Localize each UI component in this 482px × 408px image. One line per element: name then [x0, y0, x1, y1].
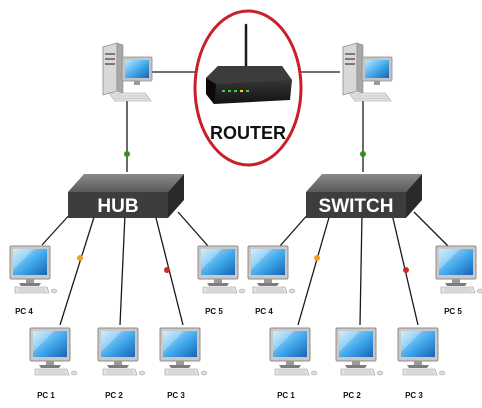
pc-icon — [269, 327, 318, 376]
status-dot-green — [124, 151, 130, 157]
status-dot-green — [360, 151, 366, 157]
link-switch-pc4 — [279, 211, 311, 247]
link-hub-pc2 — [119, 213, 126, 326]
router: ROUTER — [193, 9, 303, 167]
pc-icon — [9, 245, 58, 294]
server-right-icon — [342, 42, 393, 102]
hub-pc4: PC 4 — [9, 245, 58, 316]
pc-icon — [159, 327, 208, 376]
switch-pc4: PC 4 — [247, 245, 296, 316]
switch-pc2: PC 2 — [335, 327, 384, 400]
switch-label: SWITCH — [319, 196, 394, 217]
pc-icon — [29, 327, 78, 376]
hub-pc1: PC 1 — [29, 327, 78, 400]
link-switch-pc5 — [413, 211, 449, 247]
pc-icon — [197, 245, 246, 294]
pc-label: PC 3 — [167, 391, 185, 400]
router-label: ROUTER — [210, 123, 286, 143]
hub-label: HUB — [97, 196, 138, 217]
pc-label: PC 2 — [105, 391, 123, 400]
link-hub-pc4 — [41, 211, 73, 246]
pc-label: PC 3 — [405, 391, 423, 400]
hub-pc2: PC 2 — [97, 327, 146, 400]
status-dots — [77, 151, 409, 273]
router-icon — [206, 23, 292, 104]
status-dot-red — [403, 267, 409, 273]
pc-icon — [335, 327, 384, 376]
hub-device: HUB — [68, 174, 184, 218]
pc-icon — [397, 327, 446, 376]
pc-icon — [97, 327, 146, 376]
pc-label: PC 2 — [343, 391, 361, 400]
link-switch-pc2 — [359, 213, 363, 326]
pc-label: PC 5 — [205, 307, 223, 316]
status-dot-orange — [314, 255, 320, 261]
pc-label: PC 5 — [444, 307, 462, 316]
switch-pc3: PC 3 — [397, 327, 446, 400]
link-hub-pc5 — [177, 211, 209, 247]
status-dot-red — [164, 267, 170, 273]
link-hub-pc1 — [59, 213, 96, 326]
pc-label: PC 1 — [37, 391, 55, 400]
pc-label: PC 4 — [255, 307, 273, 316]
pc-label: PC 1 — [277, 391, 295, 400]
switch-pc1: PC 1 — [269, 327, 318, 400]
hub-pc5: PC 5 — [197, 245, 246, 316]
status-dot-orange — [77, 255, 83, 261]
hub-pc3: PC 3 — [159, 327, 208, 400]
pc-label: PC 4 — [15, 307, 33, 316]
switch-device: SWITCH — [306, 174, 422, 218]
link-switch-pc1 — [297, 213, 331, 326]
pc-icon — [435, 245, 482, 294]
pc-icon — [247, 245, 296, 294]
switch-pc5: PC 5 — [435, 245, 482, 316]
server-left-icon — [102, 42, 153, 102]
